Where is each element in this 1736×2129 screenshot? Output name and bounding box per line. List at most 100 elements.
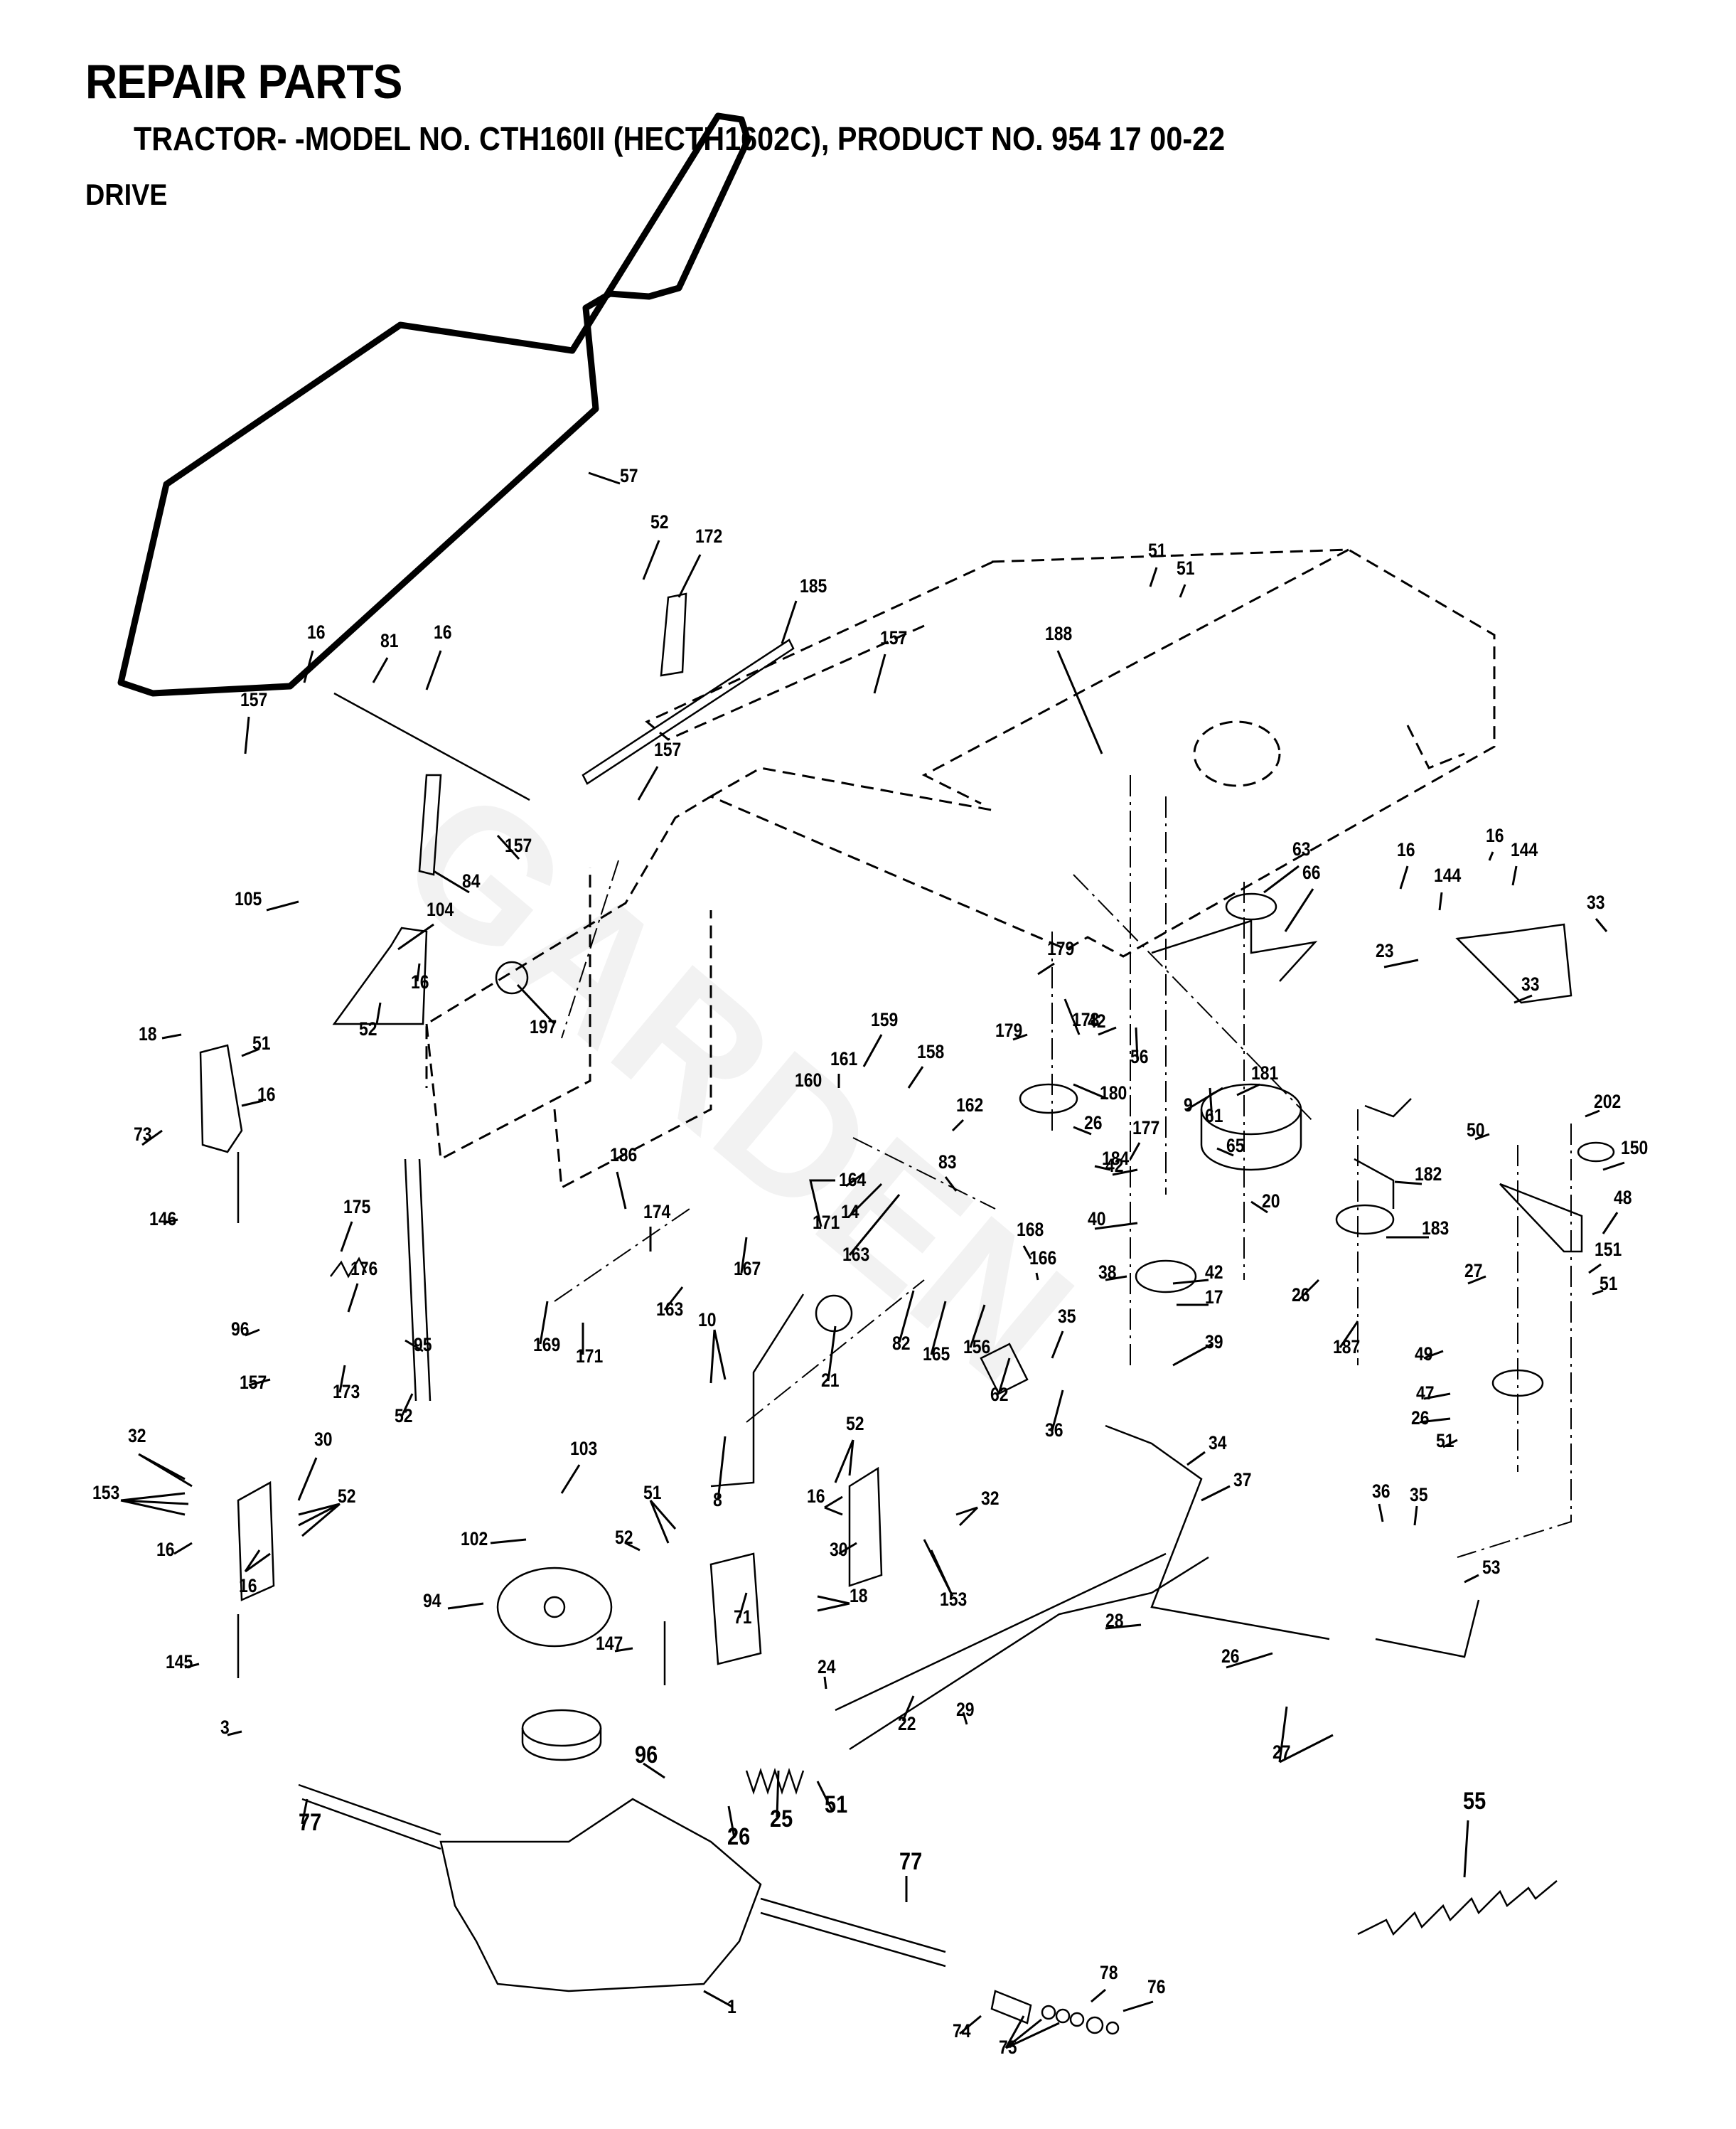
callout-part-185[interactable]: 185 bbox=[800, 575, 827, 597]
callout-part-157[interactable]: 157 bbox=[505, 835, 532, 856]
callout-part-51[interactable]: 51 bbox=[252, 1033, 271, 1054]
callout-part-73[interactable]: 73 bbox=[134, 1124, 152, 1145]
callout-part-52[interactable]: 52 bbox=[615, 1527, 633, 1548]
callout-part-9[interactable]: 9 bbox=[1184, 1094, 1193, 1116]
callout-part-52[interactable]: 52 bbox=[359, 1018, 377, 1040]
callout-part-52[interactable]: 52 bbox=[650, 511, 669, 533]
callout-part-38[interactable]: 38 bbox=[1098, 1261, 1117, 1283]
callout-part-8[interactable]: 8 bbox=[713, 1489, 722, 1510]
callout-part-32[interactable]: 32 bbox=[981, 1488, 1000, 1509]
callout-part-146[interactable]: 146 bbox=[149, 1208, 177, 1229]
callout-part-16[interactable]: 16 bbox=[156, 1539, 175, 1560]
callout-part-18[interactable]: 18 bbox=[139, 1023, 157, 1045]
callout-part-174[interactable]: 174 bbox=[643, 1201, 671, 1222]
callout-part-163[interactable]: 163 bbox=[656, 1298, 684, 1320]
callout-part-22[interactable]: 22 bbox=[898, 1713, 916, 1734]
callout-part-181[interactable]: 181 bbox=[1251, 1062, 1279, 1084]
callout-part-51[interactable]: 51 bbox=[1600, 1273, 1618, 1294]
callout-part-36[interactable]: 36 bbox=[1372, 1480, 1391, 1502]
callout-part-35[interactable]: 35 bbox=[1058, 1306, 1076, 1327]
callout-part-16[interactable]: 16 bbox=[434, 621, 452, 643]
callout-part-74[interactable]: 74 bbox=[953, 2020, 971, 2042]
callout-part-32[interactable]: 32 bbox=[128, 1425, 146, 1446]
callout-part-184[interactable]: 184 bbox=[1102, 1148, 1130, 1169]
callout-part-16[interactable]: 16 bbox=[257, 1084, 276, 1105]
callout-part-187[interactable]: 187 bbox=[1333, 1336, 1361, 1357]
callout-part-55[interactable]: 55 bbox=[1463, 1788, 1486, 1815]
callout-part-33[interactable]: 33 bbox=[1521, 973, 1540, 995]
callout-part-164[interactable]: 164 bbox=[839, 1169, 867, 1190]
callout-part-165[interactable]: 165 bbox=[923, 1343, 950, 1365]
callout-part-16[interactable]: 16 bbox=[1397, 839, 1415, 860]
callout-part-14[interactable]: 14 bbox=[841, 1201, 859, 1222]
callout-part-144[interactable]: 144 bbox=[1511, 839, 1538, 860]
callout-part-16[interactable]: 16 bbox=[239, 1575, 257, 1596]
callout-part-168[interactable]: 168 bbox=[1017, 1219, 1044, 1240]
callout-part-53[interactable]: 53 bbox=[1482, 1557, 1501, 1578]
callout-part-52[interactable]: 52 bbox=[395, 1405, 413, 1426]
callout-part-157[interactable]: 157 bbox=[880, 627, 908, 649]
callout-part-157[interactable]: 157 bbox=[654, 739, 682, 760]
callout-part-52[interactable]: 52 bbox=[338, 1485, 356, 1507]
callout-part-172[interactable]: 172 bbox=[695, 525, 723, 547]
callout-part-51[interactable]: 51 bbox=[1177, 557, 1195, 579]
callout-part-197[interactable]: 197 bbox=[530, 1016, 557, 1037]
callout-part-83[interactable]: 83 bbox=[938, 1151, 957, 1173]
callout-part-23[interactable]: 23 bbox=[1376, 940, 1394, 961]
callout-part-26[interactable]: 26 bbox=[1411, 1407, 1430, 1429]
callout-part-3[interactable]: 3 bbox=[220, 1717, 230, 1738]
callout-part-48[interactable]: 48 bbox=[1614, 1187, 1632, 1208]
callout-part-104[interactable]: 104 bbox=[427, 899, 454, 920]
callout-part-153[interactable]: 153 bbox=[92, 1482, 120, 1503]
callout-part-28[interactable]: 28 bbox=[1105, 1610, 1124, 1631]
callout-part-71[interactable]: 71 bbox=[734, 1606, 752, 1628]
callout-part-202[interactable]: 202 bbox=[1594, 1091, 1622, 1112]
callout-part-157[interactable]: 157 bbox=[240, 689, 268, 710]
callout-part-37[interactable]: 37 bbox=[1233, 1469, 1252, 1490]
callout-part-35[interactable]: 35 bbox=[1410, 1484, 1428, 1505]
callout-part-51[interactable]: 51 bbox=[643, 1482, 662, 1503]
callout-part-179[interactable]: 179 bbox=[1047, 938, 1075, 959]
callout-part-56[interactable]: 56 bbox=[1130, 1046, 1149, 1067]
callout-part-27[interactable]: 27 bbox=[1464, 1260, 1483, 1281]
callout-part-161[interactable]: 161 bbox=[830, 1048, 858, 1069]
callout-part-158[interactable]: 158 bbox=[917, 1041, 945, 1062]
callout-part-145[interactable]: 145 bbox=[166, 1651, 193, 1672]
callout-part-51[interactable]: 51 bbox=[1436, 1430, 1454, 1451]
callout-part-10[interactable]: 10 bbox=[698, 1309, 717, 1330]
callout-part-29[interactable]: 29 bbox=[956, 1699, 975, 1720]
callout-part-103[interactable]: 103 bbox=[570, 1438, 598, 1459]
callout-part-144[interactable]: 144 bbox=[1434, 865, 1462, 886]
callout-part-26[interactable]: 26 bbox=[1221, 1645, 1240, 1667]
callout-part-150[interactable]: 150 bbox=[1621, 1137, 1649, 1158]
callout-part-42[interactable]: 42 bbox=[1205, 1261, 1223, 1283]
callout-part-75[interactable]: 75 bbox=[999, 2037, 1017, 2058]
callout-part-16[interactable]: 16 bbox=[807, 1485, 825, 1507]
callout-part-180[interactable]: 180 bbox=[1100, 1082, 1127, 1104]
callout-part-77[interactable]: 77 bbox=[899, 1848, 923, 1875]
callout-part-157[interactable]: 157 bbox=[240, 1372, 267, 1393]
callout-part-26[interactable]: 26 bbox=[727, 1823, 751, 1850]
callout-part-51[interactable]: 51 bbox=[825, 1791, 848, 1818]
callout-part-66[interactable]: 66 bbox=[1302, 862, 1321, 883]
callout-part-78[interactable]: 78 bbox=[1100, 1962, 1118, 1983]
callout-part-178[interactable]: 178 bbox=[1072, 1009, 1100, 1030]
callout-part-177[interactable]: 177 bbox=[1132, 1117, 1160, 1138]
callout-part-57[interactable]: 57 bbox=[620, 465, 638, 486]
callout-part-84[interactable]: 84 bbox=[462, 870, 481, 892]
callout-part-21[interactable]: 21 bbox=[821, 1370, 840, 1391]
callout-part-63[interactable]: 63 bbox=[1292, 838, 1311, 860]
callout-part-163[interactable]: 163 bbox=[842, 1244, 870, 1265]
callout-part-16[interactable]: 16 bbox=[411, 971, 429, 993]
callout-part-153[interactable]: 153 bbox=[940, 1589, 968, 1610]
callout-part-173[interactable]: 173 bbox=[333, 1381, 360, 1402]
callout-part-50[interactable]: 50 bbox=[1467, 1119, 1485, 1141]
callout-part-183[interactable]: 183 bbox=[1422, 1217, 1450, 1239]
callout-part-156[interactable]: 156 bbox=[963, 1336, 991, 1357]
callout-part-162[interactable]: 162 bbox=[956, 1094, 984, 1116]
callout-part-186[interactable]: 186 bbox=[610, 1144, 638, 1165]
callout-part-18[interactable]: 18 bbox=[850, 1585, 868, 1606]
callout-part-30[interactable]: 30 bbox=[830, 1539, 848, 1560]
callout-part-159[interactable]: 159 bbox=[871, 1009, 899, 1030]
callout-part-20[interactable]: 20 bbox=[1262, 1190, 1280, 1212]
